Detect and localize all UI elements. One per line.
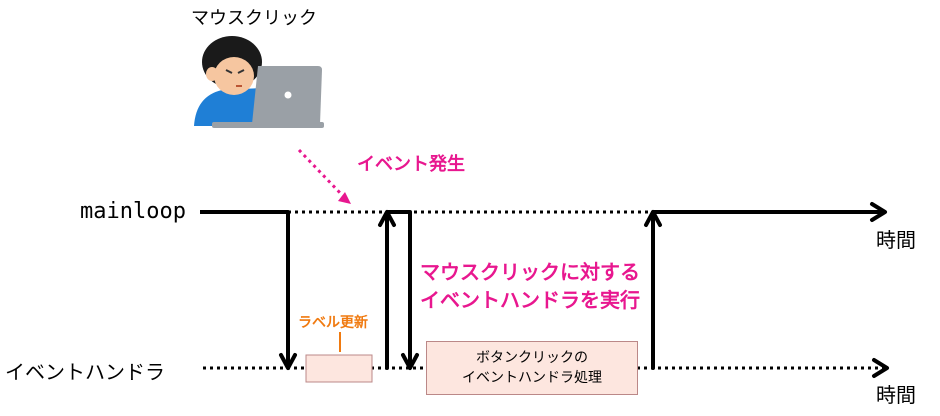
button-handler-line1: ボタンクリックの (476, 350, 588, 366)
handler-arrowhead (872, 358, 889, 378)
execute-handler-line1: マウスクリックに対する (420, 260, 640, 284)
person-at-laptop-illustration (189, 36, 324, 135)
page-title: マウスクリック (191, 8, 317, 29)
time-label-top: 時間 (876, 228, 916, 252)
button-handler-line2: イベントハンドラ処理 (462, 370, 602, 386)
handler-label: イベントハンドラ (5, 360, 165, 384)
execute-handler-line2: イベントハンドラを実行 (420, 288, 640, 312)
event-occurred-label: イベント発生 (357, 154, 465, 175)
execute-handler-label: マウスクリックに対する イベントハンドラを実行 (420, 258, 640, 314)
label-update-box (305, 354, 373, 383)
time-label-bottom: 時間 (876, 383, 916, 407)
event-dotted-arrow (297, 148, 345, 198)
mainloop-arrowhead (870, 202, 887, 222)
label-update-text: ラベル更新 (298, 315, 368, 331)
mainloop-label: mainloop (80, 199, 186, 224)
button-handler-box: ボタンクリックの イベントハンドラ処理 (426, 341, 638, 395)
